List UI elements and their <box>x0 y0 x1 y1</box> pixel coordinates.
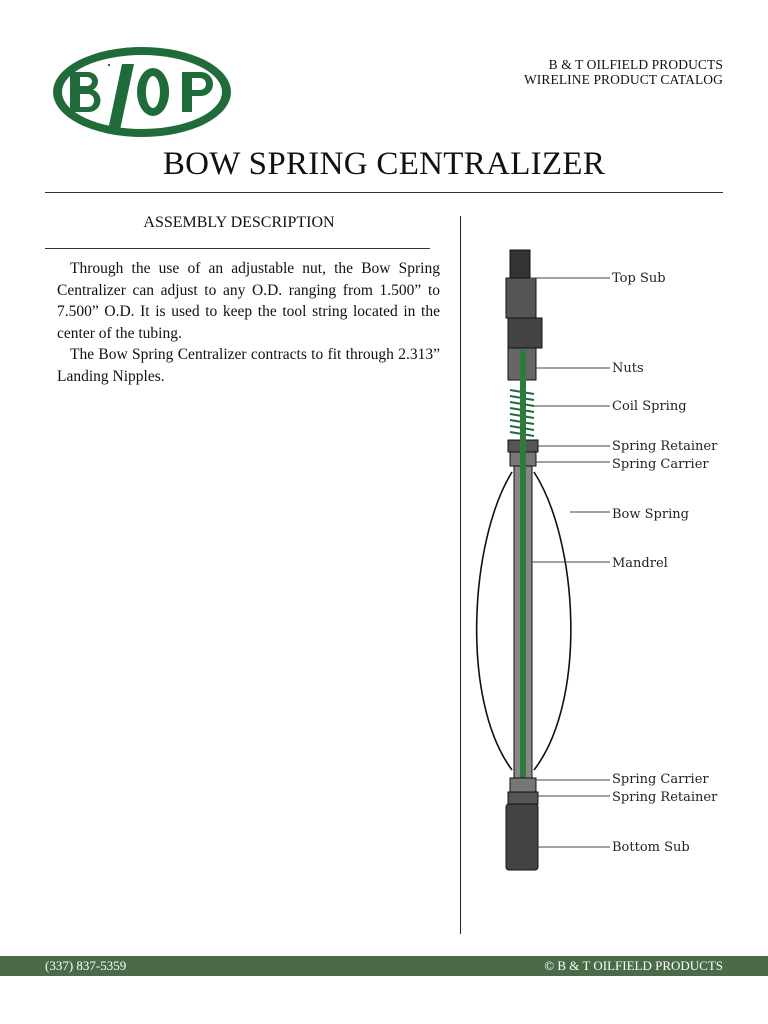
label-spring-carrier-bottom: Spring Carrier <box>612 772 709 787</box>
title-divider <box>45 192 723 193</box>
description-paragraph: Through the use of an adjustable nut, th… <box>57 260 440 342</box>
footer-copyright: © B & T OILFIELD PRODUCTS <box>544 958 723 973</box>
label-coil-spring: Coil Spring <box>612 399 687 414</box>
label-bow-spring: Bow Spring <box>612 507 689 522</box>
section-heading: ASSEMBLY DESCRIPTION <box>143 214 335 231</box>
page-title: BOW SPRING CENTRALIZER <box>162 146 606 182</box>
catalog-name: WIRELINE PRODUCT CATALOG <box>523 72 723 87</box>
company-header: B & T OILFIELD PRODUCTS WIRELINE PRODUCT… <box>524 57 723 87</box>
label-mandrel: Mandrel <box>612 556 668 571</box>
label-bottom-sub: Bottom Sub <box>612 840 690 855</box>
label-spring-retainer-top: Spring Retainer <box>612 439 718 454</box>
leader-lines <box>530 277 610 848</box>
label-nuts: Nuts <box>612 361 644 376</box>
label-top-sub: Top Sub <box>612 271 666 286</box>
footer-phone: (337) 837-5359 <box>45 958 127 973</box>
label-spring-carrier-top: Spring Carrier <box>612 457 709 472</box>
column-divider <box>460 216 461 934</box>
company-name: B & T OILFIELD PRODUCTS <box>548 57 723 72</box>
assembly-description: Through the use of an adjustable nut, th… <box>57 258 440 387</box>
footer-bar: (337) 837-5359 © B & T OILFIELD PRODUCTS <box>0 956 768 976</box>
tool-drawing <box>475 249 572 871</box>
section-divider <box>45 248 430 249</box>
centralizer-assembly-diagram: Top Sub Nuts Coil Spring Spring Retainer… <box>475 249 718 871</box>
label-spring-retainer-bottom: Spring Retainer <box>612 790 718 805</box>
company-logo <box>53 47 231 137</box>
description-paragraph: The Bow Spring Centralizer contracts to … <box>57 346 440 385</box>
